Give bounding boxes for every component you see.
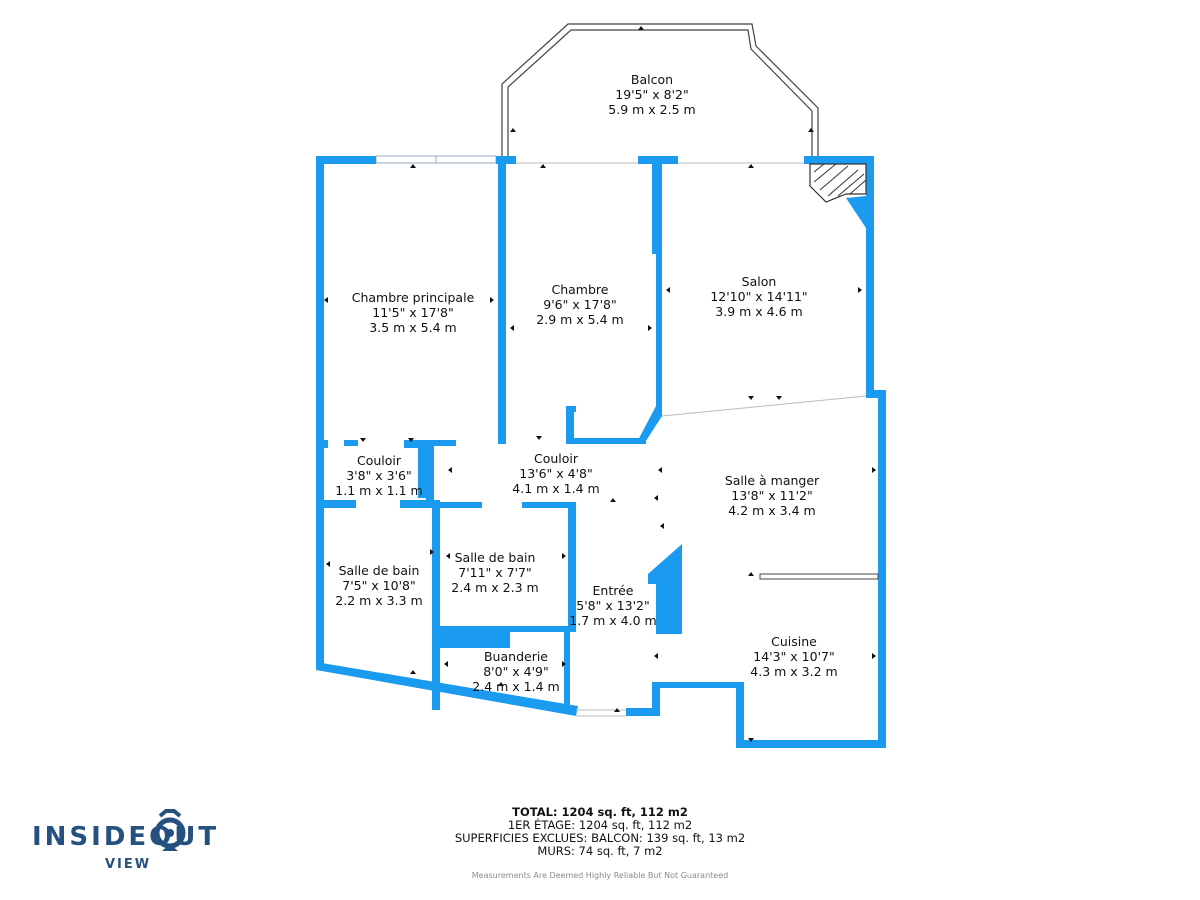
- window: [375, 155, 497, 164]
- excluded-area: SUPERFICIES EXCLUES: BALCON: 139 sq. ft,…: [454, 831, 746, 845]
- fireplace: [809, 163, 867, 203]
- room-name: Couloir: [533, 451, 579, 466]
- logo-subtitle: VIEW: [105, 857, 152, 872]
- room-name: Salle de bain: [338, 563, 420, 578]
- room-label-salle-de-bain-1: Salle de bain 7'5" x 10'8" 2.2 m x 3.3 m: [335, 563, 422, 608]
- insideout-view-logo: INSIDEOUT VIEW: [32, 808, 232, 878]
- camera-lens-icon: [154, 809, 186, 851]
- openings: [516, 162, 867, 717]
- room-dimensions-metric: 1.7 m x 4.0 m: [569, 613, 657, 628]
- room-label-salle-a-manger: Salle à manger 13'8" x 11'2" 4.2 m x 3.4…: [725, 473, 819, 518]
- room-name: Salle à manger: [724, 473, 820, 488]
- kitchen-counter: [759, 573, 879, 580]
- room-dimensions-imperial: 13'8" x 11'2": [731, 488, 813, 503]
- logo-wordmark: INSIDEOUT: [32, 822, 220, 852]
- room-label-chambre: Chambre 9'6" x 17'8" 2.9 m x 5.4 m: [536, 282, 623, 327]
- room-dimensions-imperial: 14'3" x 10'7": [753, 649, 835, 664]
- room-dimensions-metric: 3.5 m x 5.4 m: [369, 320, 457, 335]
- room-dimensions-metric: 4.1 m x 1.4 m: [512, 481, 600, 496]
- room-name: Chambre: [551, 282, 609, 297]
- floor-area: 1ER ÉTAGE: 1204 sq. ft, 112 m2: [507, 818, 693, 832]
- room-label-entree: Entrée 5'8" x 13'2" 1.7 m x 4.0 m: [569, 583, 656, 628]
- room-dimensions-imperial: 11'5" x 17'8": [372, 305, 454, 320]
- balcony-outline: [501, 23, 819, 157]
- room-label-balcon: Balcon 19'5" x 8'2" 5.9 m x 2.5 m: [608, 72, 695, 117]
- room-dimensions-metric: 5.9 m x 2.5 m: [608, 102, 696, 117]
- room-label-chambre-principale: Chambre principale 11'5" x 17'8" 3.5 m x…: [352, 290, 475, 335]
- room-dimensions-imperial: 7'11" x 7'7": [458, 565, 532, 580]
- room-dimensions-imperial: 5'8" x 13'2": [576, 598, 650, 613]
- room-label-couloir: Couloir 13'6" x 4'8" 4.1 m x 1.4 m: [512, 451, 599, 496]
- room-dimensions-metric: 3.9 m x 4.6 m: [715, 304, 803, 319]
- room-name: Salon: [741, 274, 777, 289]
- room-dimensions-metric: 4.3 m x 3.2 m: [750, 664, 838, 679]
- room-dimensions-metric: 4.2 m x 3.4 m: [728, 503, 816, 518]
- room-dimensions-imperial: 19'5" x 8'2": [615, 87, 689, 102]
- walls: [316, 156, 886, 748]
- room-dimensions-imperial: 8'0" x 4'9": [483, 664, 549, 679]
- total-area: TOTAL: 1204 sq. ft, 112 m2: [512, 805, 688, 819]
- room-dimensions-imperial: 7'5" x 10'8": [342, 578, 416, 593]
- dimension-markers: [324, 26, 876, 742]
- room-dimensions-imperial: 9'6" x 17'8": [543, 297, 617, 312]
- room-dimensions-metric: 2.9 m x 5.4 m: [536, 312, 624, 327]
- room-dimensions-imperial: 13'6" x 4'8": [519, 466, 593, 481]
- room-dimensions-imperial: 3'8" x 3'6": [346, 468, 412, 483]
- room-label-buanderie: Buanderie 8'0" x 4'9" 2.4 m x 1.4 m: [472, 649, 559, 694]
- room-name: Entrée: [592, 583, 634, 598]
- room-name: Cuisine: [771, 634, 817, 649]
- room-dimensions-imperial: 12'10" x 14'11": [710, 289, 808, 304]
- room-label-salon: Salon 12'10" x 14'11" 3.9 m x 4.6 m: [710, 274, 807, 319]
- room-label-couloir-small: Couloir 3'8" x 3'6" 1.1 m x 1.1 m: [335, 453, 422, 498]
- walls-area: MURS: 74 sq. ft, 7 m2: [537, 844, 663, 858]
- room-name: Couloir: [356, 453, 402, 468]
- room-name: Buanderie: [483, 649, 548, 664]
- room-label-cuisine: Cuisine 14'3" x 10'7" 4.3 m x 3.2 m: [750, 634, 837, 679]
- room-dimensions-metric: 2.2 m x 3.3 m: [335, 593, 423, 608]
- room-name: Salle de bain: [454, 550, 536, 565]
- disclaimer: Measurements Are Deemed Highly Reliable …: [471, 871, 729, 880]
- room-dimensions-metric: 2.4 m x 1.4 m: [472, 679, 560, 694]
- room-label-salle-de-bain-2: Salle de bain 7'11" x 7'7" 2.4 m x 2.3 m: [451, 550, 538, 595]
- room-dimensions-metric: 1.1 m x 1.1 m: [335, 483, 423, 498]
- room-name: Chambre principale: [351, 290, 475, 305]
- area-summary: TOTAL: 1204 sq. ft, 112 m2 1ER ÉTAGE: 12…: [455, 806, 745, 858]
- room-dimensions-metric: 2.4 m x 2.3 m: [451, 580, 539, 595]
- room-name: Balcon: [630, 72, 674, 87]
